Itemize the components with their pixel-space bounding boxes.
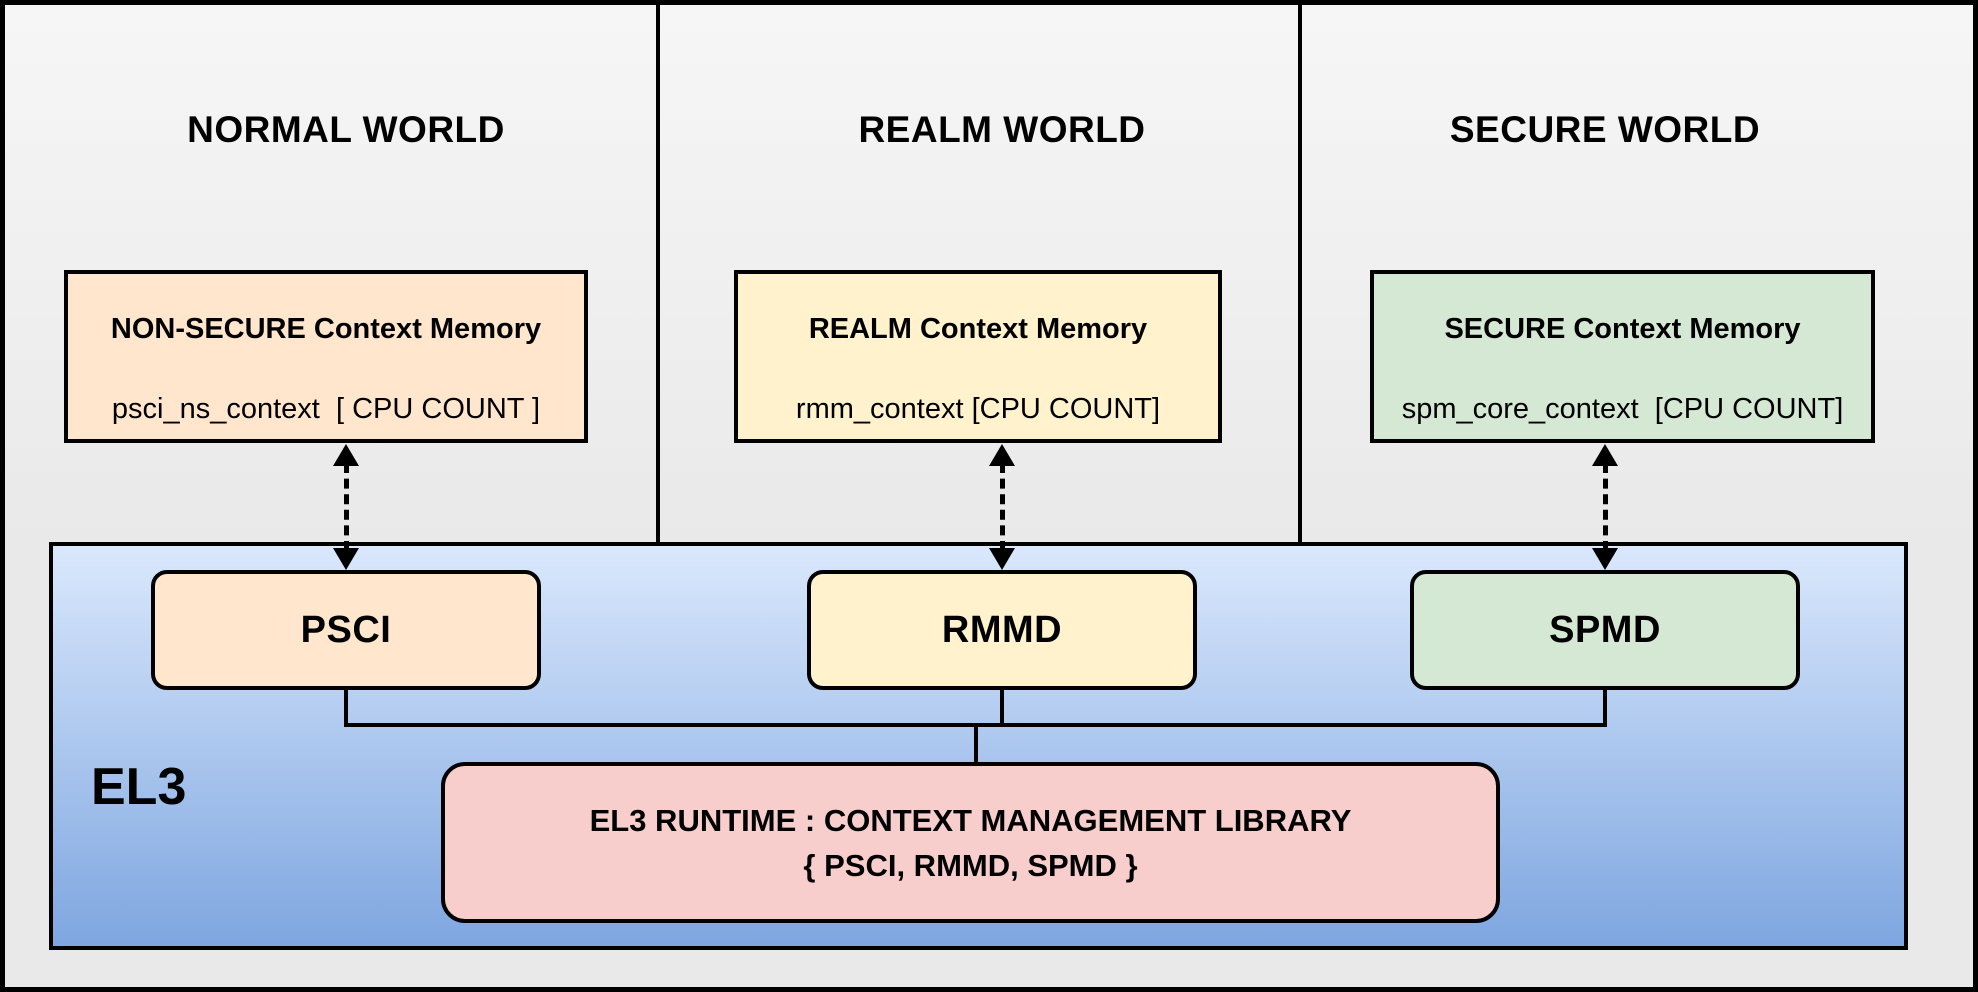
world-divider-left bbox=[656, 5, 660, 542]
memory-box-value: psci_ns_context [ CPU COUNT ] bbox=[111, 392, 541, 425]
realm-context-memory-box: REALM Context Memory rmm_context [CPU CO… bbox=[734, 270, 1222, 443]
non-secure-context-memory-box: NON-SECURE Context Memory psci_ns_contex… bbox=[64, 270, 588, 443]
arrowhead-up-icon bbox=[1592, 444, 1618, 466]
context-sync-arrow-secure bbox=[1592, 444, 1618, 570]
memory-box-value: rmm_context [CPU COUNT] bbox=[795, 392, 1161, 425]
runtime-title-line: EL3 RUNTIME : CONTEXT MANAGEMENT LIBRARY bbox=[589, 802, 1352, 838]
connector-psci-stub bbox=[344, 690, 348, 727]
arrowhead-down-icon bbox=[1592, 548, 1618, 570]
memory-box-title: SECURE Context Memory bbox=[1444, 312, 1801, 345]
world-divider-right bbox=[1298, 5, 1302, 542]
arrowhead-up-icon bbox=[333, 444, 359, 466]
spmd-box: SPMD bbox=[1410, 570, 1800, 690]
psci-label: PSCI bbox=[300, 608, 392, 651]
arrowhead-up-icon bbox=[989, 444, 1015, 466]
el3-label: EL3 bbox=[91, 758, 187, 816]
secure-world-title: SECURE WORLD bbox=[1449, 109, 1761, 150]
arrowhead-down-icon bbox=[333, 548, 359, 570]
runtime-members-line: { PSCI, RMMD, SPMD } bbox=[803, 847, 1138, 883]
connector-spmd-stub bbox=[1603, 690, 1607, 727]
dashed-line bbox=[999, 463, 1005, 551]
rmmd-label: RMMD bbox=[941, 608, 1063, 651]
context-sync-arrow-realm bbox=[989, 444, 1015, 570]
memory-box-title: NON-SECURE Context Memory bbox=[110, 312, 542, 345]
dashed-line bbox=[1602, 463, 1608, 551]
psci-box: PSCI bbox=[151, 570, 541, 690]
memory-box-title: REALM Context Memory bbox=[808, 312, 1148, 345]
dashed-line bbox=[343, 463, 349, 551]
rmmd-box: RMMD bbox=[807, 570, 1197, 690]
normal-world-title: NORMAL WORLD bbox=[187, 109, 505, 150]
connector-runtime-drop bbox=[974, 723, 978, 764]
memory-box-value: spm_core_context [CPU COUNT] bbox=[1401, 392, 1844, 425]
el3-runtime-box: EL3 RUNTIME : CONTEXT MANAGEMENT LIBRARY… bbox=[441, 762, 1500, 923]
context-sync-arrow-normal bbox=[333, 444, 359, 570]
arrowhead-down-icon bbox=[989, 548, 1015, 570]
realm-world-title: REALM WORLD bbox=[858, 109, 1146, 150]
secure-context-memory-box: SECURE Context Memory spm_core_context [… bbox=[1370, 270, 1875, 443]
spmd-label: SPMD bbox=[1549, 608, 1661, 651]
connector-rmmd-stub bbox=[1000, 690, 1004, 727]
